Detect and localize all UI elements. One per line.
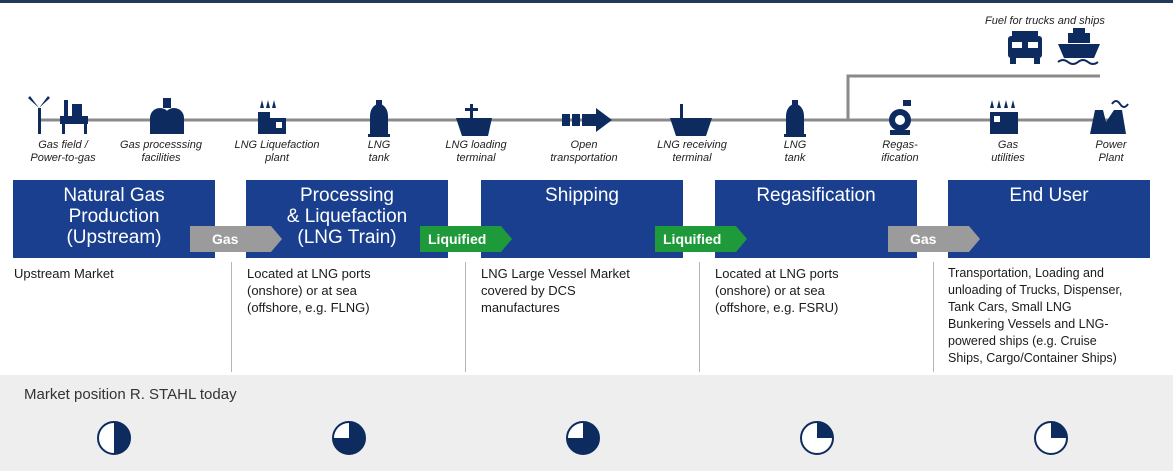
stage-end-user: End User: [948, 180, 1150, 258]
stage-upstream-line-1: Natural Gas: [63, 185, 165, 206]
stage-processing-line-1: Processing: [300, 185, 394, 206]
icon-label-gas-processing: Gas processsing facilities: [120, 139, 202, 164]
pie-fill: [114, 422, 130, 454]
desc-regasification-line-1: Located at LNG ports: [715, 266, 839, 281]
truck-icon: [1008, 31, 1042, 64]
icon-label-open-transportation: Open transportation: [550, 139, 618, 164]
market-pie-regasification: [800, 421, 834, 455]
separator-2: [465, 262, 466, 372]
market-position-title: Market position R. STAHL today: [24, 386, 237, 403]
icon-label-lng-tank-1: LNG tank: [367, 139, 391, 164]
separator-3: [699, 262, 700, 372]
market-pie-shipping: [566, 421, 600, 455]
desc-shipping: LNG Large Vessel Market covered by DCS m…: [481, 265, 701, 316]
receiving-ship-icon: [670, 104, 712, 136]
liquefaction-plant-icon: [258, 100, 286, 134]
pie-fill: [1051, 422, 1067, 438]
desc-end-user-line-5: powered ships (e.g. Cruise: [948, 334, 1097, 348]
lng-tank-icon: [368, 100, 390, 137]
pie-fill: [333, 422, 365, 454]
lng-tank-icon: [784, 100, 806, 137]
desc-end-user-line-4: Bunkering Vessels and LNG-: [948, 317, 1109, 331]
desc-end-user-line-3: Tank Cars, Small LNG: [948, 300, 1072, 314]
regasification-icon: [889, 100, 911, 135]
icon-label-loading-terminal: LNG loading terminal: [445, 139, 507, 164]
desc-regasification: Located at LNG ports (onshore) or at sea…: [715, 265, 930, 316]
wind-turbine-oil-rig-icon: [28, 96, 88, 134]
market-pie-processing: [332, 421, 366, 455]
icon-label-power-plant: Power Plant: [1095, 139, 1127, 164]
stage-shipping: Shipping: [481, 180, 683, 258]
desc-end-user-line-2: unloading of Trucks, Dispenser,: [948, 283, 1123, 297]
desc-end-user: Transportation, Loading and unloading of…: [948, 265, 1173, 367]
desc-regasification-line-3: (offshore, e.g. FSRU): [715, 300, 839, 315]
stage-shipping-line-1: Shipping: [545, 185, 619, 206]
pie-fill: [817, 422, 833, 438]
desc-upstream: Upstream Market: [14, 265, 224, 282]
loading-ship-icon: [456, 104, 492, 136]
power-plant-icon: [1090, 100, 1129, 134]
transport-arrow-icon: [562, 108, 612, 132]
desc-processing-line-2: (onshore) or at sea: [247, 283, 357, 298]
icon-label-regasification: Regas- ification: [881, 139, 919, 164]
icon-label-gas-field: Gas field / Power-to-gas: [30, 139, 96, 164]
desc-processing-line-3: (offshore, e.g. FLNG): [247, 300, 370, 315]
transition-gas-2: Gas: [888, 226, 980, 252]
stage-regasification-line-1: Regasification: [756, 185, 876, 206]
transition-gas-1: Gas: [190, 226, 282, 252]
icon-label-lng-tank-2: LNG tank: [783, 139, 807, 164]
market-pie-end-user: [1034, 421, 1068, 455]
stage-processing-line-3: (LNG Train): [297, 227, 397, 248]
processing-facility-icon: [150, 98, 184, 134]
desc-end-user-line-6: Ships, Cargo/Container Ships): [948, 351, 1117, 365]
transition-liquified-1: Liquified: [420, 226, 512, 252]
icon-label-liquefaction-plant: LNG Liquefaction plant: [234, 139, 320, 164]
stage-upstream-line-3: (Upstream): [66, 227, 162, 248]
stage-processing-line-2: & Liquefaction: [286, 206, 408, 227]
gas-utilities-icon: [990, 100, 1018, 134]
separator-1: [231, 262, 232, 372]
value-chain-diagram: [28, 28, 1129, 137]
desc-processing: Located at LNG ports (onshore) or at sea…: [247, 265, 462, 316]
desc-upstream-line-1: Upstream Market: [14, 266, 114, 281]
transition-liquified-2: Liquified: [655, 226, 747, 252]
icon-label-receiving-terminal: LNG receiving terminal: [657, 139, 727, 164]
desc-processing-line-1: Located at LNG ports: [247, 266, 371, 281]
stage-processing: Processing & Liquefaction (LNG Train): [246, 180, 448, 258]
top-border: [0, 0, 1173, 3]
ship-icon: [1057, 28, 1100, 65]
desc-end-user-line-1: Transportation, Loading and: [948, 266, 1104, 280]
desc-shipping-line-1: LNG Large Vessel Market: [481, 266, 630, 281]
fuel-branch-line: [846, 74, 1100, 120]
icon-label-gas-utilities: Gas utilities: [991, 139, 1025, 164]
market-pie-upstream: [97, 421, 131, 455]
desc-shipping-line-2: covered by DCS: [481, 283, 576, 298]
stage-regasification: Regasification: [715, 180, 917, 258]
pie-fill: [567, 422, 599, 454]
fuel-label: Fuel for trucks and ships: [985, 15, 1105, 27]
stage-upstream-line-2: Production: [68, 206, 160, 227]
separator-4: [933, 262, 934, 372]
stage-end-user-line-1: End User: [1009, 185, 1089, 206]
stage-upstream: Natural Gas Production (Upstream): [13, 180, 215, 258]
desc-regasification-line-2: (onshore) or at sea: [715, 283, 825, 298]
desc-shipping-line-3: manufactures: [481, 300, 560, 315]
